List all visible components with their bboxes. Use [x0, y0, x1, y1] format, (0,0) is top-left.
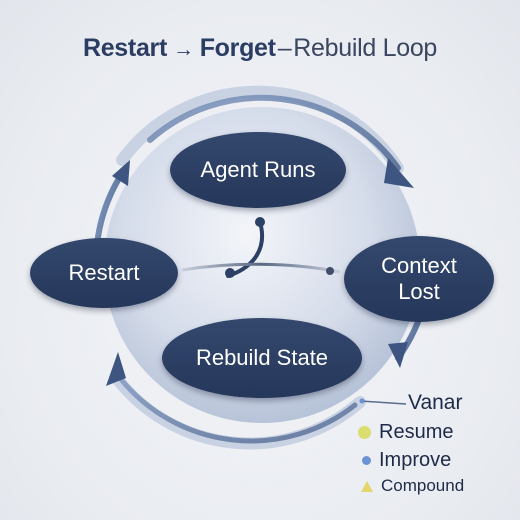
node-restart-label: Restart	[68, 260, 140, 285]
legend-item-improve: Improve	[362, 449, 451, 472]
legend-leader-dot	[359, 398, 365, 404]
arrowhead-top-right	[384, 158, 414, 188]
horizontal-connector-dot	[326, 267, 334, 275]
inner-connector-dot-mid	[225, 268, 235, 278]
arrowhead-bottom-left	[106, 352, 126, 386]
legend-label-compound: Compound	[381, 476, 465, 495]
horizontal-connector	[181, 262, 341, 274]
title-rebuild-loop: Rebuild Loop	[293, 34, 438, 62]
node-rebuild-state-label: Rebuild State	[195, 345, 329, 370]
resume-dot-icon	[358, 426, 371, 439]
node-agent-runs: Agent Runs	[170, 132, 346, 208]
arrowhead-left-top	[112, 160, 130, 186]
ring-arc-top-right-inner	[147, 94, 401, 171]
ring-arc-bottom-inner	[117, 375, 358, 444]
node-context-lost-label: Context Lost	[381, 253, 457, 304]
title-forget: Forget	[199, 34, 276, 62]
node-context-lost: Context Lost	[344, 236, 494, 322]
compound-triangle-icon	[361, 480, 373, 492]
node-agent-runs-label: Agent Runs	[200, 157, 316, 182]
title-dash: –	[277, 34, 292, 62]
legend-item-vanar: Vanar	[408, 391, 462, 415]
inner-connector-dot-top	[255, 217, 265, 227]
improve-dot-icon	[362, 456, 371, 465]
title-restart: Restart	[82, 34, 167, 62]
arrowhead-right-lower	[388, 342, 408, 368]
node-restart: Restart	[30, 238, 178, 308]
diagram-title: Restart →Forget–Rebuild Loop	[0, 34, 520, 63]
legend-leader-line	[359, 400, 407, 405]
legend-label-resume: Resume	[379, 421, 454, 443]
legend-item-compound: Compound	[361, 476, 464, 496]
legend-label-vanar: Vanar	[408, 391, 463, 414]
title-arrow: →	[173, 38, 194, 61]
legend-label-improve: Improve	[379, 449, 452, 471]
legend-item-resume: Resume	[358, 421, 453, 444]
node-rebuild-state: Rebuild State	[162, 318, 362, 398]
